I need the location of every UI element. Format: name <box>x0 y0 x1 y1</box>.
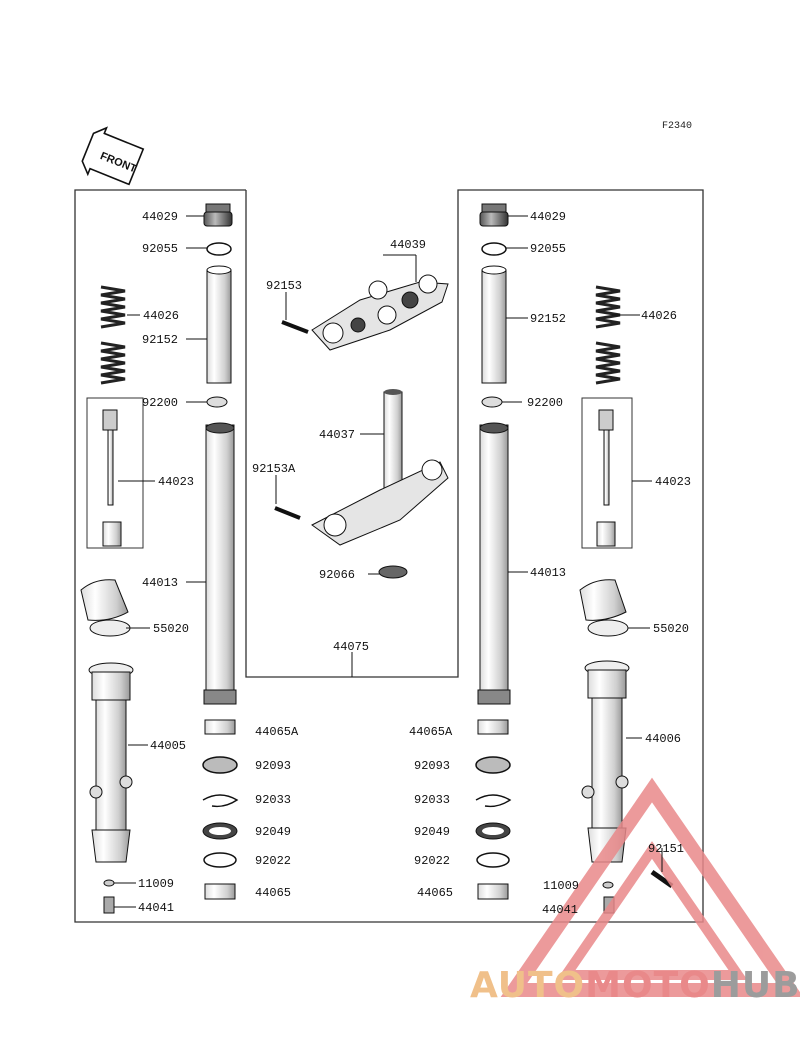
watermark-text: AUTOMOTOHUB <box>470 965 800 1006</box>
left-label-washer: 92200 <box>142 396 179 410</box>
left-label-oil-seal: 92049 <box>255 825 292 839</box>
figure-code: F2340 <box>662 121 693 132</box>
steering-stem-parts <box>274 274 449 579</box>
right-label-bushing-a: 44065A <box>409 725 453 739</box>
left-label-inner-tube: 44013 <box>142 576 179 590</box>
right-label-o-ring: 92055 <box>530 242 567 256</box>
right-label-oil-seal: 92049 <box>414 825 451 839</box>
left-label-bushing-a: 44065A <box>255 725 299 739</box>
right-label-snap-ring: 92033 <box>414 793 451 807</box>
right-label-washer: 92200 <box>527 396 564 410</box>
left-label-gasket: 11009 <box>138 877 175 891</box>
center-label-upper-clamp: 44039 <box>390 238 427 252</box>
center-label-lower-bolt: 92153A <box>252 462 296 476</box>
left-label-oil-seal-seat: 92093 <box>255 759 292 773</box>
right-label-spring: 44026 <box>641 309 678 323</box>
right-label-spacer: 92152 <box>530 312 567 326</box>
right-label-cap: 44029 <box>530 210 567 224</box>
right-label-cylinder: 44023 <box>655 475 692 489</box>
watermark-logo <box>500 777 800 997</box>
left-label-dust-ring: 92022 <box>255 854 292 868</box>
left-label-outer-tube: 44005 <box>150 739 187 753</box>
right-label-gasket: 11009 <box>543 879 580 893</box>
right-fork-parts <box>475 203 674 914</box>
center-label-stem: 44037 <box>319 428 356 442</box>
left-label-cap: 44029 <box>142 210 179 224</box>
left-label-cover: 55020 <box>153 622 190 636</box>
right-label-caliper-bolt: 92151 <box>648 842 685 856</box>
center-label-seal: 92066 <box>319 568 356 582</box>
right-label-inner-tube: 44013 <box>530 566 567 580</box>
left-label-snap-ring: 92033 <box>255 793 292 807</box>
cylinder-box-left <box>86 397 144 549</box>
leader-lines <box>114 215 663 908</box>
right-label-outer-tube: 44006 <box>645 732 682 746</box>
assembly-outline <box>74 189 704 923</box>
left-label-spring: 44026 <box>143 309 180 323</box>
center-label-upper-bolt: 92153 <box>266 279 303 293</box>
left-label-cylinder: 44023 <box>158 475 195 489</box>
right-label-bolt: 44041 <box>542 903 579 917</box>
left-label-bushing: 44065 <box>255 886 292 900</box>
right-label-cover: 55020 <box>653 622 690 636</box>
cylinder-box-right <box>581 397 633 549</box>
front-arrow-icon: FRONT <box>81 126 145 186</box>
left-fork-parts <box>80 203 239 914</box>
left-label-bolt: 44041 <box>138 901 175 915</box>
right-label-bushing: 44065 <box>417 886 454 900</box>
right-label-dust-ring: 92022 <box>414 854 451 868</box>
left-label-o-ring: 92055 <box>142 242 179 256</box>
left-label-spacer: 92152 <box>142 333 179 347</box>
right-label-oil-seal-seat: 92093 <box>414 759 451 773</box>
center-label-assembly: 44075 <box>333 640 370 654</box>
